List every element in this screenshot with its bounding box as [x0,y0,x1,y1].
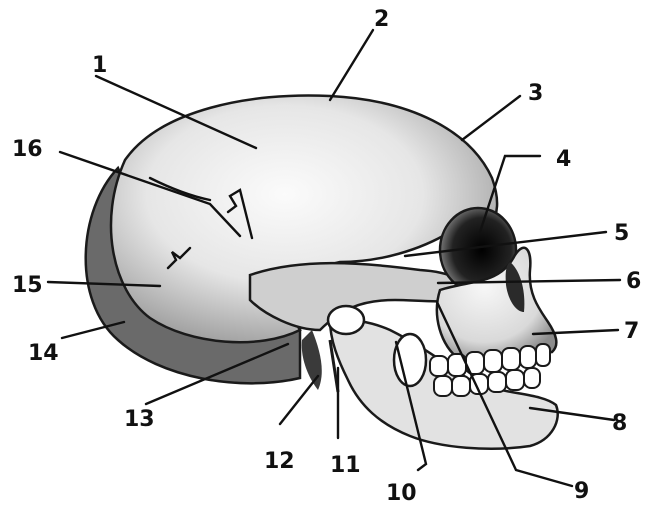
label-16: 16 [12,137,43,162]
ear-opening [328,306,364,334]
label-2: 2 [374,7,389,32]
label-14: 14 [28,341,59,366]
label-13: 13 [124,407,155,432]
label-3: 3 [528,81,543,106]
label-9: 9 [574,479,589,504]
teeth [430,344,550,396]
label-12: 12 [264,449,295,474]
label-4: 4 [556,147,571,172]
label-8: 8 [612,411,627,436]
label-15: 15 [12,273,43,298]
label-1: 1 [92,53,107,78]
label-6: 6 [626,269,641,294]
mandibular-notch [394,334,426,386]
label-11: 11 [330,453,361,478]
mastoid-process [302,330,322,390]
label-7: 7 [624,319,639,344]
label-10: 10 [386,481,417,506]
label-5: 5 [614,221,629,246]
